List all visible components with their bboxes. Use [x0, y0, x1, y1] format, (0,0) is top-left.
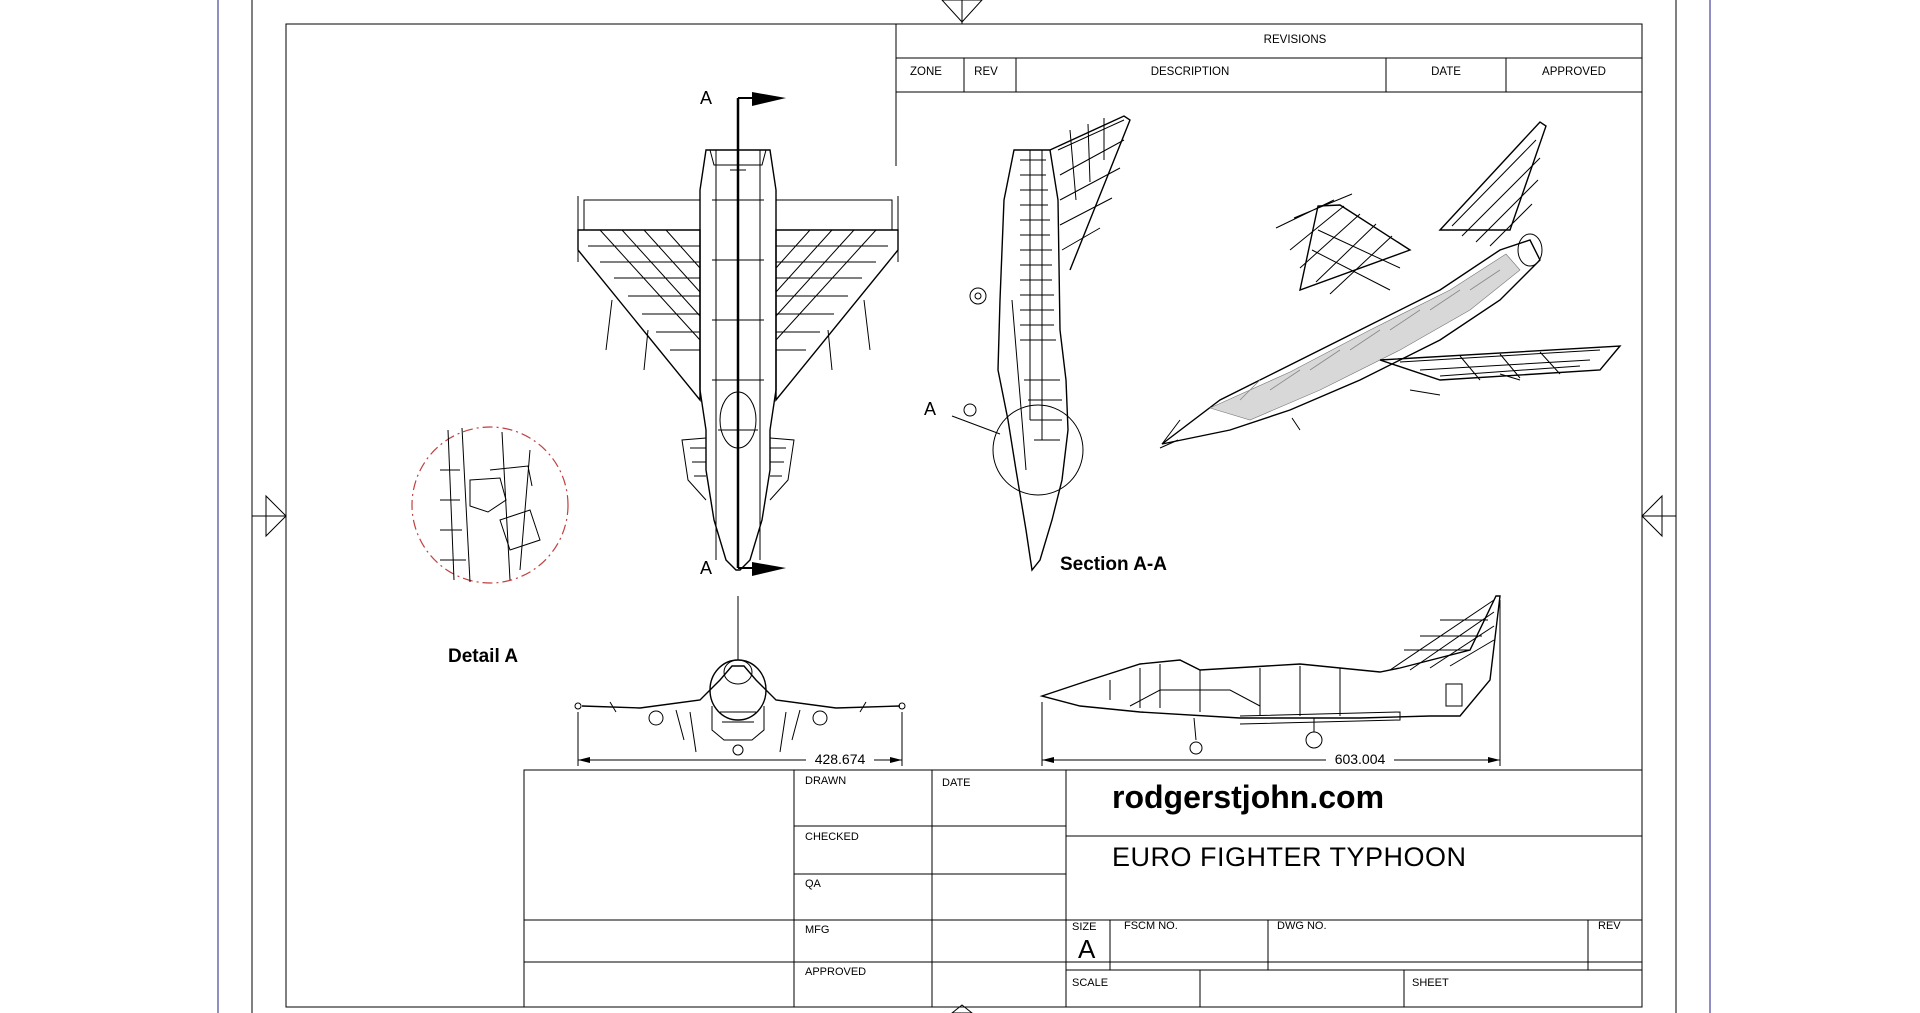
section-marker-bottom: A: [700, 558, 712, 578]
detail-a-view: Detail A: [411, 426, 569, 667]
rev-col-description: DESCRIPTION: [1151, 66, 1230, 78]
center-mark-bottom: [951, 1004, 973, 1013]
tb-label-size: SIZE: [1072, 921, 1096, 933]
revisions-table: REVISIONS ZONE REV DESCRIPTION DATE APPR…: [895, 24, 1642, 166]
sheet-frame: [217, 0, 1711, 1013]
tb-label-scale: SCALE: [1072, 977, 1108, 989]
tb-label-qa: QA: [805, 878, 822, 890]
tb-label-fscm: FSCM NO.: [1124, 920, 1178, 932]
tb-label-dwg: DWG NO.: [1277, 920, 1327, 932]
center-mark-top: [941, 0, 983, 23]
tb-label-checked: CHECKED: [805, 831, 859, 843]
side-view: 603.004: [1039, 595, 1501, 768]
tb-label-date: DATE: [942, 777, 971, 789]
title-block: DRAWN DATE CHECKED QA MFG APPROVED rodge…: [523, 769, 1643, 1008]
tb-size-value: A: [1078, 934, 1096, 964]
tb-label-mfg: MFG: [805, 924, 829, 936]
length-dimension: 603.004: [1335, 751, 1386, 767]
rev-col-date: DATE: [1431, 66, 1461, 78]
site-name: rodgerstjohn.com: [1112, 779, 1384, 815]
tb-label-sheet: SHEET: [1412, 977, 1449, 989]
front-view: 428.674: [574, 596, 906, 768]
rev-col-zone: ZONE: [910, 66, 942, 78]
top-view: A A: [577, 88, 899, 578]
tb-label-rev: REV: [1598, 920, 1621, 932]
tb-label-approved: APPROVED: [805, 966, 866, 978]
detail-a-label: Detail A: [448, 646, 518, 667]
section-a-a-label: Section A-A: [1060, 554, 1167, 575]
tb-label-drawn: DRAWN: [805, 775, 846, 787]
section-marker-top: A: [700, 88, 712, 108]
revisions-title: REVISIONS: [1264, 34, 1327, 46]
section-detail-marker: A: [924, 399, 936, 419]
rev-col-approved: APPROVED: [1542, 66, 1606, 78]
isometric-view: [1159, 121, 1622, 449]
span-dimension: 428.674: [815, 751, 866, 767]
section-a-a-view: A Section A-A: [924, 115, 1167, 575]
drawing-title: EURO FIGHTER TYPHOON: [1112, 842, 1467, 872]
rev-col-rev: REV: [974, 66, 998, 78]
